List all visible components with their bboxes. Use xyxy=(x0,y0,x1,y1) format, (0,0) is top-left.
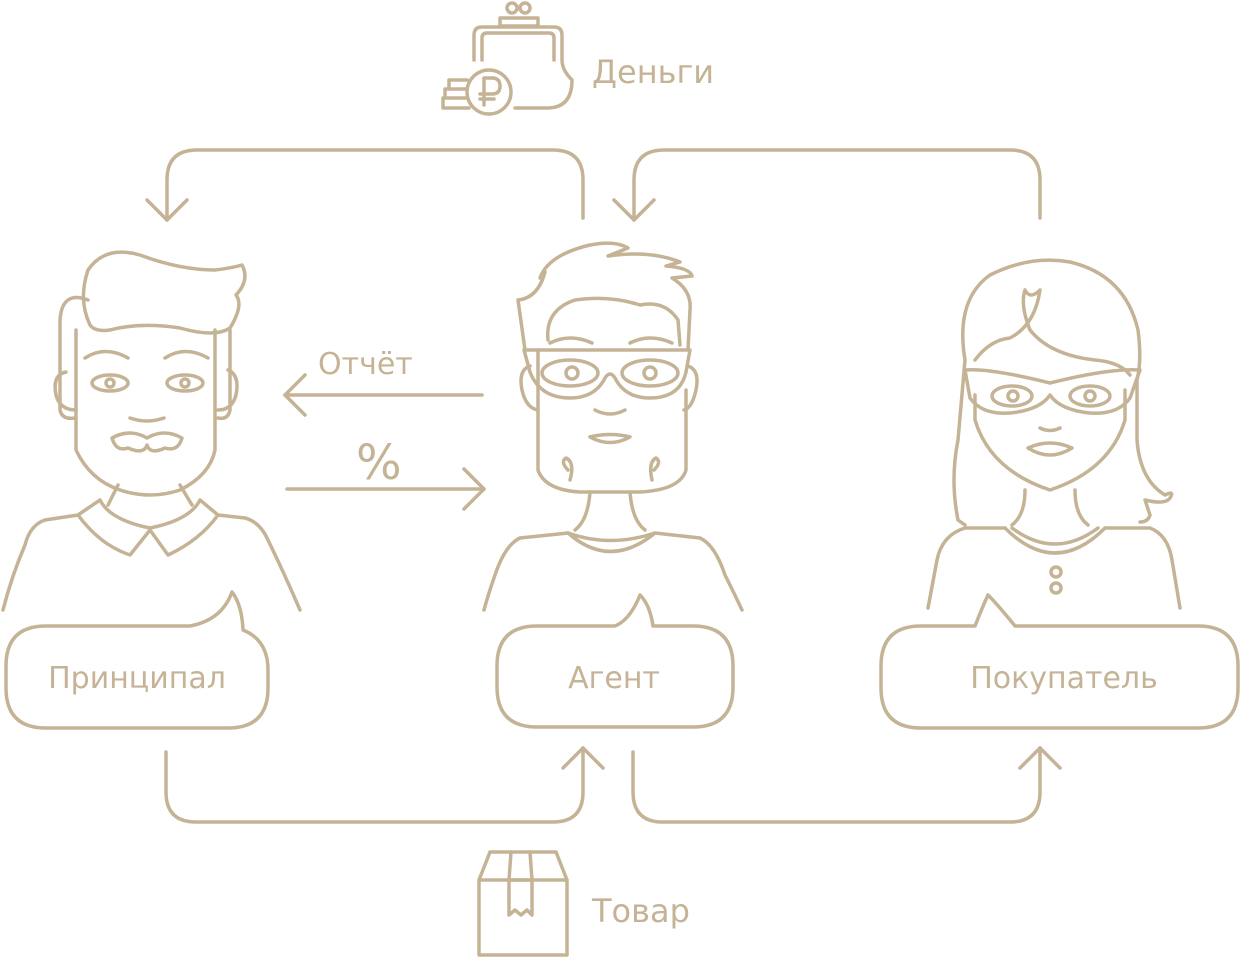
percent-label: % xyxy=(356,435,402,491)
wallet-icon xyxy=(441,1,574,116)
percent-arrow xyxy=(285,467,486,511)
buyer-label: Покупатель xyxy=(970,661,1158,696)
money-arrow-buyer-to-agent xyxy=(612,148,1042,222)
principal-bubble: Принципал xyxy=(4,590,270,730)
money-arrow-agent-to-principal xyxy=(145,148,585,222)
box-icon xyxy=(477,850,569,957)
goods-label: Товар xyxy=(591,892,690,930)
buyer-bubble: Покупатель xyxy=(879,593,1240,730)
principal-label: Принципал xyxy=(48,661,226,696)
agent-label: Агент xyxy=(568,661,660,696)
buyer-figure-icon xyxy=(926,258,1182,610)
goods-arrow-agent-to-buyer xyxy=(631,746,1062,824)
agent-bubble: Агент xyxy=(495,593,735,729)
report-arrow xyxy=(283,373,484,417)
goods-arrow-principal-to-agent xyxy=(164,746,605,824)
principal-figure-icon xyxy=(1,250,302,612)
agent-figure-icon xyxy=(482,241,744,612)
money-label: Деньги xyxy=(592,53,714,91)
report-label: Отчёт xyxy=(318,347,413,382)
